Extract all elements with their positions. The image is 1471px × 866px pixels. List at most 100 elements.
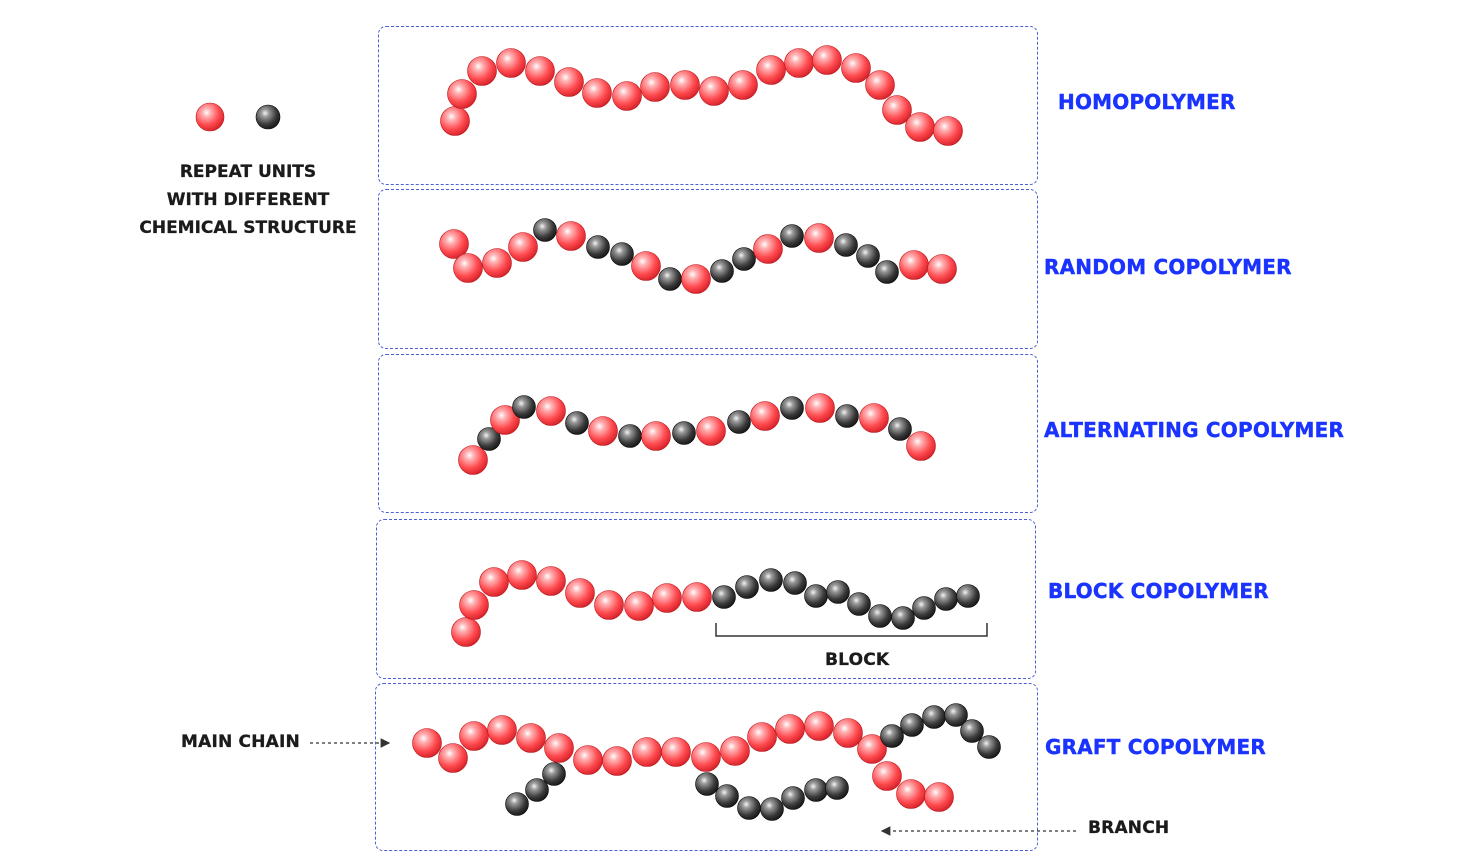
black-repeat-unit [856, 244, 880, 268]
red-repeat-unit [899, 250, 929, 280]
red-repeat-unit [872, 761, 902, 791]
red-repeat-unit [859, 403, 889, 433]
legend-line-3: chemical structure [139, 218, 357, 238]
red-repeat-unit [641, 421, 671, 451]
black-repeat-unit [912, 596, 936, 620]
black-repeat-unit [847, 592, 871, 616]
red-repeat-unit [841, 53, 871, 83]
red-repeat-unit [753, 234, 783, 264]
black-repeat-unit [825, 776, 849, 800]
red-repeat-unit [438, 743, 468, 773]
red-repeat-unit [631, 251, 661, 281]
red-repeat-unit [804, 223, 834, 253]
black-repeat-unit [780, 224, 804, 248]
black-repeat-unit [922, 705, 946, 729]
block-copolymer-panel [376, 519, 1036, 679]
red-repeat-unit [696, 416, 726, 446]
red-repeat-unit [554, 67, 584, 97]
red-repeat-unit [720, 736, 750, 766]
red-repeat-unit [905, 112, 935, 142]
red-repeat-unit [525, 56, 555, 86]
homopolymer-panel [378, 26, 1038, 185]
red-repeat-unit [652, 583, 682, 613]
black-repeat-unit [658, 267, 682, 291]
red-repeat-unit [451, 617, 481, 647]
red-repeat-unit [682, 582, 712, 612]
black-repeat-unit [780, 396, 804, 420]
graft-branch1-chain [505, 762, 566, 816]
red-repeat-unit [594, 590, 624, 620]
red-repeat-unit [927, 254, 957, 284]
black-repeat-unit [760, 797, 784, 821]
red-repeat-unit [681, 264, 711, 294]
red-repeat-unit [924, 782, 954, 812]
black-repeat-unit [712, 585, 736, 609]
red-repeat-unit [573, 745, 603, 775]
black-repeat-unit [565, 411, 589, 435]
black-repeat-unit [868, 604, 892, 628]
red-repeat-unit [440, 106, 470, 136]
black-repeat-unit [710, 259, 734, 283]
red-repeat-unit [812, 45, 842, 75]
black-repeat-unit [956, 584, 980, 608]
black-repeat-unit [505, 792, 529, 816]
alternating-copolymer-panel [378, 354, 1038, 513]
red-repeat-unit [582, 78, 612, 108]
red-repeat-unit [482, 248, 512, 278]
homopolymer-chain [440, 45, 963, 146]
random-copolymer-panel [378, 189, 1038, 349]
black-repeat-unit [759, 568, 783, 592]
red-repeat-unit [556, 221, 586, 251]
black-repeat-unit [781, 786, 805, 810]
red-repeat-unit [447, 79, 477, 109]
block-bracket-label: Block [825, 650, 890, 670]
black-repeat-unit [732, 247, 756, 271]
black-repeat-unit [934, 587, 958, 611]
legend-line-2: with different [166, 190, 330, 210]
red-repeat-unit [933, 116, 963, 146]
black-repeat-unit [477, 427, 501, 451]
red-repeat-unit [508, 232, 538, 262]
black-repeat-unit [834, 233, 858, 257]
random-chain [439, 218, 957, 294]
legend-line-1: Repeat units [179, 162, 317, 182]
black-repeat-unit [900, 713, 924, 737]
red-repeat-unit [602, 746, 632, 776]
red-repeat-unit [750, 401, 780, 431]
red-repeat-unit [588, 416, 618, 446]
red-repeat-unit [479, 567, 509, 597]
red-repeat-unit [507, 560, 537, 590]
black-repeat-unit [835, 404, 859, 428]
graft-copolymer-panel [375, 683, 1038, 851]
graft-branch3-chain [880, 703, 1001, 759]
black-repeat-unit [960, 719, 984, 743]
black-repeat-unit [525, 778, 549, 802]
red-repeat-unit [544, 733, 574, 763]
red-repeat-unit [896, 779, 926, 809]
red-repeat-unit [728, 70, 758, 100]
red-repeat-unit [490, 405, 520, 435]
black-repeat-unit [610, 242, 634, 266]
main-chain-label: Main chain [181, 732, 300, 752]
red-repeat-unit [536, 396, 566, 426]
red-repeat-unit [516, 723, 546, 753]
graft-branch2-chain [695, 772, 849, 821]
red-repeat-unit [459, 590, 489, 620]
block-bracket [715, 623, 988, 637]
red-repeat-unit [467, 56, 497, 86]
red-repeat-unit [699, 76, 729, 106]
alternating-copolymer-label: Alternating copolymer [1044, 418, 1345, 442]
black-repeat-unit [586, 235, 610, 259]
red-repeat-unit [747, 722, 777, 752]
black-repeat-unit [891, 606, 915, 630]
red-repeat-unit [775, 714, 805, 744]
red-repeat-unit [565, 578, 595, 608]
graft-copolymer-label: Graft copolymer [1045, 735, 1266, 759]
random-copolymer-label: Random copolymer [1044, 255, 1292, 279]
block-chain [451, 560, 980, 647]
red-repeat-unit [833, 718, 863, 748]
red-repeat-unit [882, 95, 912, 125]
red-repeat-unit [412, 728, 442, 758]
black-repeat-unit [715, 784, 739, 808]
red-repeat-unit [624, 591, 654, 621]
